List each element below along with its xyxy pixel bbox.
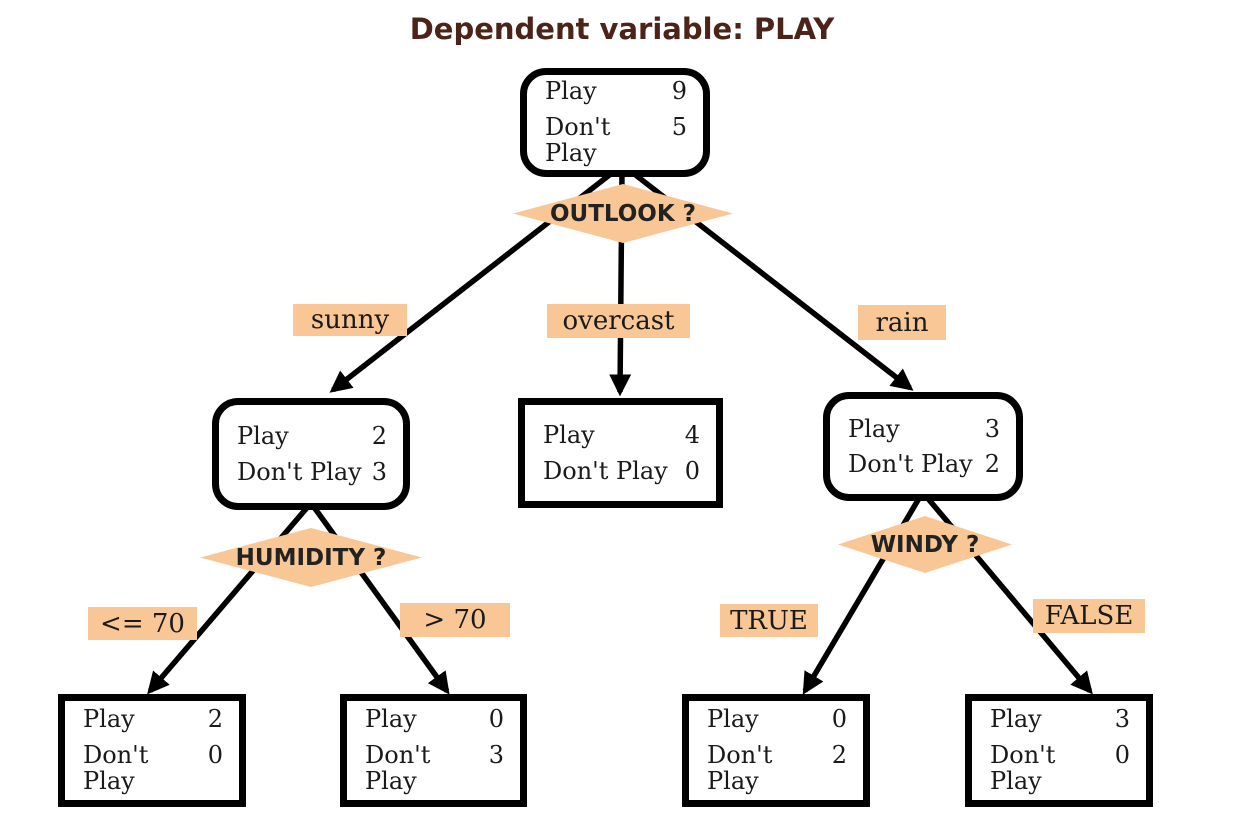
decision-label-humidity: HUMIDITY ? <box>235 544 387 571</box>
node-row: Play 9 <box>545 77 687 106</box>
node-row-value: 3 <box>371 457 387 486</box>
node-leaf-humidity-le70: Play 2 Don't Play 0 <box>58 694 246 807</box>
node-overcast-leaf: Play 4 Don't Play 0 <box>518 398 723 508</box>
node-row-label: Don't Play <box>365 740 431 796</box>
node-row: Play 4 <box>543 421 700 450</box>
node-row-value: 5 <box>671 112 687 141</box>
node-row: Don't Play 0 <box>83 742 223 795</box>
node-row-value: 0 <box>488 705 504 734</box>
node-row-label: Don't Play <box>545 112 611 168</box>
node-row-label: Don't Play <box>237 457 362 486</box>
node-leaf-windy-true: Play 0 Don't Play 2 <box>682 694 870 807</box>
branch-label-windy-true: TRUE <box>720 604 818 637</box>
node-row: Play 0 <box>365 705 504 734</box>
node-row-label: Play <box>990 705 1042 734</box>
node-row-value: 2 <box>207 705 223 734</box>
node-row-value: 0 <box>831 705 847 734</box>
branch-label-rain: rain <box>858 305 946 340</box>
node-row-label: Don't Play <box>707 740 773 796</box>
branch-label-humidity-gt70: > 70 <box>400 603 510 637</box>
node-rain: Play 3 Don't Play 2 <box>823 392 1023 501</box>
node-row-label: Play <box>707 705 759 734</box>
node-row-label: Don't Play <box>543 456 668 485</box>
node-leaf-windy-false: Play 3 Don't Play 0 <box>965 694 1153 807</box>
node-row-label: Play <box>365 705 417 734</box>
node-row-value: 0 <box>684 456 700 485</box>
node-row-value: 4 <box>684 421 700 450</box>
node-row-label: Play <box>543 421 595 450</box>
node-row: Don't Play 3 <box>237 457 387 486</box>
node-row-value: 2 <box>371 422 387 451</box>
node-row-value: 0 <box>207 740 223 769</box>
node-row-value: 9 <box>671 77 687 106</box>
node-row-value: 3 <box>1114 705 1130 734</box>
node-row: Don't Play 5 <box>545 114 687 167</box>
node-row: Don't Play 3 <box>365 742 504 795</box>
node-row-label: Play <box>848 414 900 443</box>
node-row-label: Don't Play <box>83 740 149 796</box>
decision-label-windy: WINDY ? <box>870 531 980 558</box>
node-leaf-humidity-gt70: Play 0 Don't Play 3 <box>340 694 527 807</box>
node-root: Play 9 Don't Play 5 <box>520 68 710 177</box>
edge-humidity-le70 <box>147 501 314 695</box>
node-row: Don't Play 0 <box>543 456 700 485</box>
node-row-value: 3 <box>488 740 504 769</box>
node-row: Don't Play 2 <box>707 742 847 795</box>
branch-label-sunny: sunny <box>293 304 407 336</box>
decision-label-outlook: OUTLOOK ? <box>549 200 697 227</box>
node-row: Play 0 <box>707 705 847 734</box>
node-row-label: Don't Play <box>990 740 1056 796</box>
node-row-label: Play <box>237 422 289 451</box>
branch-label-windy-false: FALSE <box>1033 599 1145 633</box>
node-row-value: 3 <box>984 414 1000 443</box>
node-row: Play 2 <box>237 422 387 451</box>
node-row-value: 0 <box>1114 740 1130 769</box>
node-row-label: Play <box>83 705 135 734</box>
node-row-value: 2 <box>984 450 1000 478</box>
node-sunny: Play 2 Don't Play 3 <box>212 398 410 510</box>
node-row-value: 2 <box>831 740 847 769</box>
page-title: Dependent variable: PLAY <box>409 12 835 46</box>
node-row: Play 3 <box>848 414 1000 443</box>
branch-label-overcast: overcast <box>547 304 690 338</box>
node-row-label: Play <box>545 77 597 106</box>
node-row-label: Don't Play <box>848 450 973 478</box>
node-row: Don't Play 0 <box>990 742 1130 795</box>
node-row: Play 3 <box>990 705 1130 734</box>
branch-label-humidity-le70: <= 70 <box>88 607 197 640</box>
node-row: Don't Play 2 <box>848 450 1000 478</box>
node-row: Play 2 <box>83 705 223 734</box>
edge-humidity-gt70 <box>308 501 450 695</box>
